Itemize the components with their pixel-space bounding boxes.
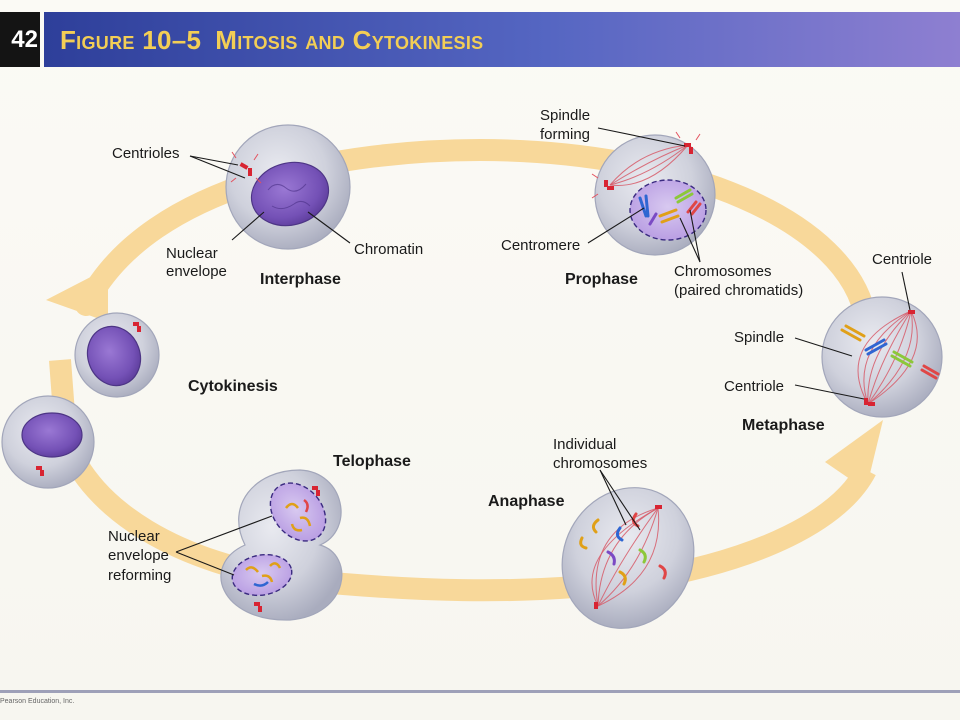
label-centriole-bottom: Centriole [724, 378, 784, 395]
cytokinesis-cells [1, 312, 160, 489]
phase-telophase: Telophase [333, 453, 411, 470]
metaphase-centriole-bottom [864, 398, 868, 405]
prophase-cell [591, 131, 716, 256]
metaphase-centriole-top [908, 310, 915, 314]
cycle-arrow-top-arc [75, 138, 877, 331]
text-labels: Centrioles Nuclear envelope Chromatin Sp… [108, 107, 932, 584]
metaphase-cell [821, 296, 943, 418]
title-bar: Figure 10–5 Mitosis and Cytokinesis [44, 12, 960, 67]
phase-metaphase: Metaphase [742, 417, 825, 434]
label-nuclear-envelope-reforming-line1: Nuclear [108, 528, 160, 545]
cycle-arrow [46, 138, 883, 602]
leader-lines [175, 127, 911, 576]
label-centromere: Centromere [501, 237, 580, 254]
phase-anaphase: Anaphase [488, 493, 565, 510]
bottom-rule [0, 690, 960, 693]
label-nuclear-envelope-line1: Nuclear [166, 245, 218, 262]
label-spindle-forming-line2: forming [540, 126, 590, 143]
copyright-notice: Pearson Education, Inc. [0, 698, 75, 705]
anaphase-centriole-bottom [594, 602, 598, 609]
label-individual-chromosomes-line1: Individual [553, 436, 616, 453]
prophase-spindle [609, 144, 689, 186]
label-centrioles: Centrioles [112, 145, 180, 162]
interphase-centrioles [230, 151, 262, 184]
phase-cytokinesis: Cytokinesis [188, 378, 278, 395]
figure-header: 42 Figure 10–5 Mitosis and Cytokinesis [0, 12, 960, 67]
anaphase-chromosomes [579, 512, 667, 586]
interphase-nucleus [250, 161, 330, 227]
cycle-arrow-bottom-arc [55, 436, 876, 602]
label-spindle-forming-line1: Spindle [540, 107, 590, 124]
label-individual-chromosomes-line2: chromosomes [553, 455, 647, 472]
label-nuclear-envelope-reforming-line3: reforming [108, 567, 171, 584]
figure-caption: Mitosis and Cytokinesis [215, 25, 484, 55]
figure-label: Figure 10–5 [60, 25, 202, 55]
label-chromatin: Chromatin [354, 241, 423, 258]
telophase-nucleus-top [269, 482, 327, 542]
figure-title: Figure 10–5 Mitosis and Cytokinesis [60, 12, 483, 67]
label-chromosomes-line1: Chromosomes [674, 263, 772, 280]
cycle-arrowhead-left [46, 268, 108, 322]
metaphase-chromosomes [840, 324, 940, 380]
cytokinesis-nucleus-upper [86, 325, 142, 387]
cytokinesis-nucleus-lower [21, 412, 83, 458]
label-nuclear-envelope-line2: envelope [166, 263, 227, 280]
phase-interphase: Interphase [260, 271, 341, 288]
prophase-chromosomes [638, 188, 702, 226]
cycle-arrowhead-right [825, 420, 883, 490]
anaphase-cell [561, 487, 695, 629]
label-nuclear-envelope-reforming-line2: envelope [108, 547, 169, 564]
label-centriole-top: Centriole [872, 251, 932, 268]
page-number: 42 [0, 12, 40, 67]
phase-labels: Interphase Prophase Metaphase Anaphase T… [188, 271, 825, 510]
phase-prophase: Prophase [565, 271, 638, 288]
anaphase-spindle [591, 507, 660, 607]
anaphase-centriole-top [655, 505, 662, 509]
prophase-centrioles [591, 131, 701, 199]
label-spindle: Spindle [734, 329, 784, 346]
label-chromosomes-line2: (paired chromatids) [674, 282, 803, 299]
telophase-cell [220, 469, 343, 621]
interphase-cell [225, 124, 351, 250]
